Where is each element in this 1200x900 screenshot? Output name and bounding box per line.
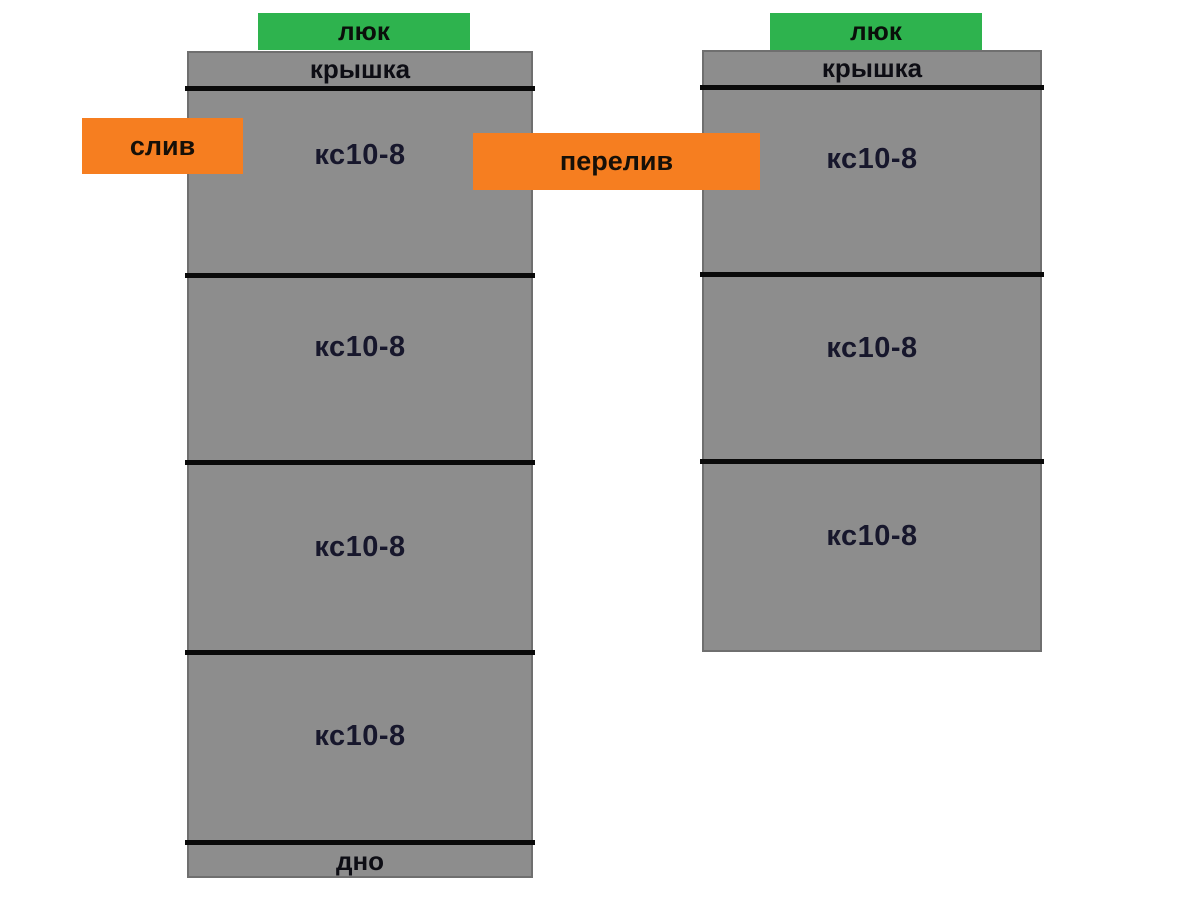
divider-line [700, 85, 1044, 90]
right-well-lid: крышка [704, 52, 1040, 85]
overflow-badge: перелив [473, 133, 760, 190]
right-well-ring-1: кс10-8 [704, 90, 1040, 272]
ring-label: кс10-8 [314, 531, 406, 563]
divider-line [700, 459, 1044, 464]
left-well-bottom: дно [189, 845, 531, 877]
divider-line [185, 650, 535, 655]
left-well-hatch-label: люк [258, 13, 470, 50]
left-well-ring-2: кс10-8 [189, 278, 531, 460]
divider-line [185, 273, 535, 278]
ring-label: кс10-8 [314, 331, 406, 363]
left-well-lid-label: крышка [309, 54, 411, 84]
ring-label: кс10-8 [826, 332, 918, 364]
ring-label: кс10-8 [314, 139, 406, 171]
divider-line [185, 460, 535, 465]
ring-label: кс10-8 [826, 520, 918, 552]
drain-badge: слив [82, 118, 243, 174]
divider-line [185, 86, 535, 91]
ring-label: кс10-8 [314, 720, 406, 752]
divider-line [700, 272, 1044, 277]
left-well-ring-3: кс10-8 [189, 465, 531, 650]
ring-label: кс10-8 [826, 143, 918, 175]
right-well-ring-3: кс10-8 [704, 464, 1040, 650]
right-well-lid-label: крышка [821, 53, 923, 83]
left-well-ring-4: кс10-8 [189, 655, 531, 840]
divider-line [185, 840, 535, 845]
left-well-lid: крышка [189, 53, 531, 86]
right-well-ring-2: кс10-8 [704, 277, 1040, 459]
left-well-bottom-label: дно [335, 846, 385, 876]
left-well-ring-1: кс10-8 [189, 91, 531, 273]
right-well-hatch-label: люк [770, 13, 982, 50]
